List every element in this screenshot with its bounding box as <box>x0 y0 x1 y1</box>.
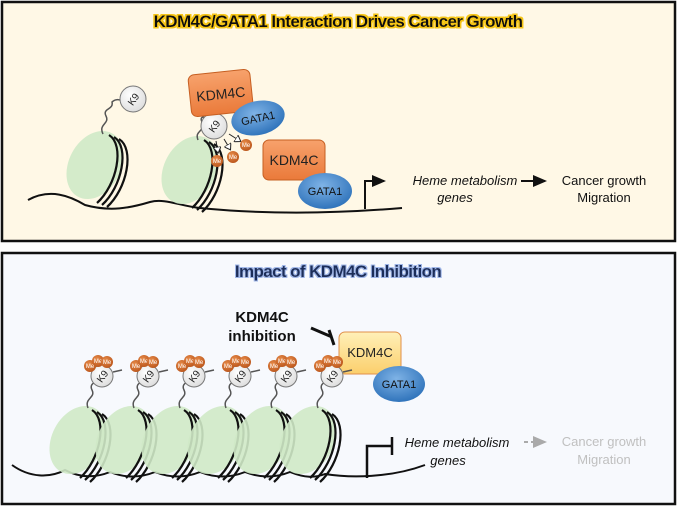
outcome-label: Cancer growth <box>562 434 647 449</box>
gata1-protein: GATA1 <box>373 366 425 402</box>
inhibition-bar <box>310 326 336 346</box>
svg-text:Me: Me <box>316 364 325 370</box>
kdm4c-inhibited-protein: KDM4C <box>338 331 402 375</box>
k9-residue: K9 <box>182 364 206 388</box>
svg-text:Me: Me <box>324 359 333 365</box>
demethylation-arrow <box>216 140 218 152</box>
svg-text:Me: Me <box>103 360 112 366</box>
promoter-arrow-blocked <box>365 444 392 478</box>
outcome-label-2: Migration <box>577 452 630 467</box>
demethylation-arrow <box>223 138 230 149</box>
svg-text:Me: Me <box>224 364 233 370</box>
kdm4c-label: KDM4C <box>347 345 393 360</box>
methyl-group: Me <box>184 355 196 367</box>
svg-text:Me: Me <box>195 360 204 366</box>
k9-residue: K9 <box>200 112 228 140</box>
svg-text:Me: Me <box>287 360 296 366</box>
target-genes-label: Heme metabolism <box>413 173 518 188</box>
inhibitor-label: KDM4C <box>235 309 289 326</box>
methyl-group: Me <box>227 151 239 163</box>
k9-residue: K9 <box>320 364 344 388</box>
svg-text:Me: Me <box>186 359 195 365</box>
methyl-group: Me <box>147 356 159 368</box>
methyl-group: Me <box>193 356 205 368</box>
target-genes-label-2: genes <box>430 453 466 468</box>
panel-bottom: Impact of KDM4C Inhibition KDM4C inhibit… <box>0 251 677 506</box>
gata1-label: GATA1 <box>308 186 342 198</box>
methyl-group: Me <box>92 355 104 367</box>
gata1-protein: GATA1 <box>231 100 285 136</box>
kdm4c-protein: KDM4C <box>187 68 254 118</box>
histone-tail-end <box>204 369 215 373</box>
kdm4c-label: KDM4C <box>269 152 318 168</box>
promoter-arrow <box>364 175 386 209</box>
methyl-group: Me <box>239 356 251 368</box>
gata1-label: GATA1 <box>382 379 416 391</box>
inhibitor-label-2: inhibition <box>228 328 295 345</box>
methyl-group: Me <box>285 356 297 368</box>
methyl-group: Me <box>276 355 288 367</box>
methyl-group: Me <box>211 155 223 167</box>
target-genes-label: Heme metabolism <box>405 435 510 450</box>
histone-tail-end <box>296 369 307 373</box>
methyl-group: Me <box>240 139 252 151</box>
histone-tail-end <box>112 369 123 373</box>
k9-residue: K9 <box>228 364 252 388</box>
svg-text:Me: Me <box>86 364 95 370</box>
k9-residue: K9 <box>90 364 114 388</box>
k9-residue: K9 <box>119 85 147 113</box>
histone-tail-end <box>250 369 261 373</box>
kdm4c-protein: KDM4C <box>262 139 326 181</box>
svg-text:Me: Me <box>229 155 238 161</box>
histone-tail-end <box>342 369 353 373</box>
svg-text:Me: Me <box>278 359 287 365</box>
svg-text:Me: Me <box>149 360 158 366</box>
methyl-group: Me <box>101 356 113 368</box>
panel-top: KDM4C/GATA1 Interaction Drives Cancer Gr… <box>0 0 677 243</box>
svg-text:Me: Me <box>270 364 279 370</box>
svg-text:Me: Me <box>333 360 342 366</box>
svg-text:Me: Me <box>241 360 250 366</box>
methyl-group: Me <box>322 355 334 367</box>
svg-text:Me: Me <box>140 359 149 365</box>
demethylation-arrow <box>228 133 240 141</box>
svg-text:Me: Me <box>232 359 241 365</box>
methyl-group: Me <box>138 355 150 367</box>
panel-top-title: KDM4C/GATA1 Interaction Drives Cancer Gr… <box>154 12 523 31</box>
svg-text:Me: Me <box>178 364 187 370</box>
svg-text:Me: Me <box>242 143 251 149</box>
gata1-protein: GATA1 <box>298 173 352 209</box>
svg-text:Me: Me <box>94 359 103 365</box>
dna-strand <box>27 192 403 214</box>
methyl-group: Me <box>230 355 242 367</box>
svg-text:Me: Me <box>132 364 141 370</box>
outcome-label: Cancer growth <box>562 173 647 188</box>
panel-bottom-title: Impact of KDM4C Inhibition <box>235 262 442 281</box>
kdm4c-label: KDM4C <box>196 83 246 104</box>
outcome-label-2: Migration <box>577 190 630 205</box>
histone-tail-end <box>158 369 169 373</box>
svg-text:Me: Me <box>213 159 222 165</box>
target-genes-label-2: genes <box>437 190 473 205</box>
methyl-group: Me <box>331 356 343 368</box>
